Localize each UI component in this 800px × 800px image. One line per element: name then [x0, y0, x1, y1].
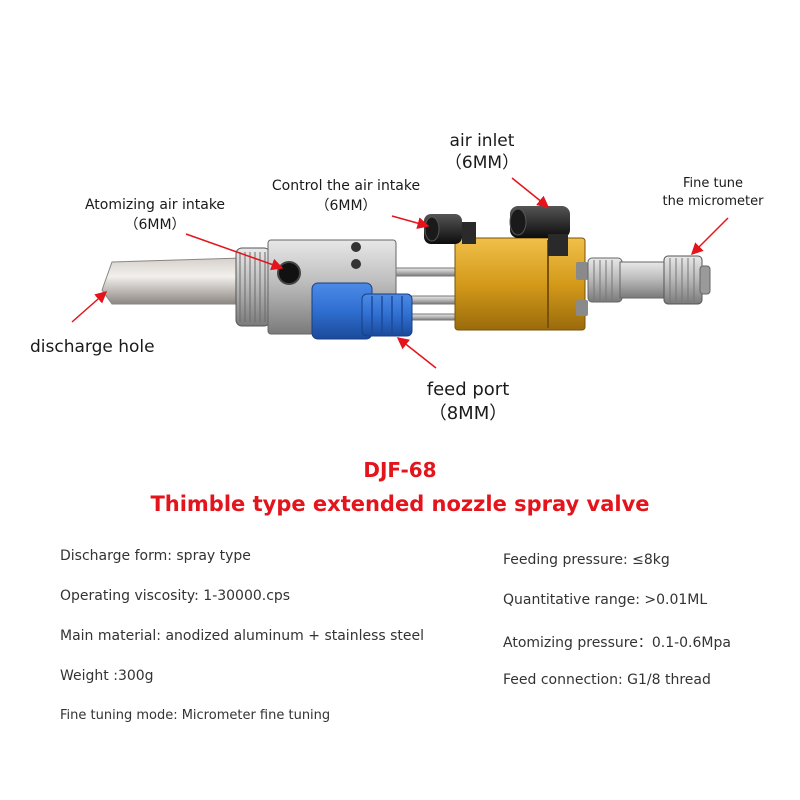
fine-tune-line2: the micrometer	[662, 194, 764, 209]
micrometer-sleeve	[587, 257, 623, 303]
fine-tune-line1: Fine tune	[682, 176, 744, 191]
atomizing-air-size: （6MM）	[124, 217, 186, 233]
fine-tune-label: Fine tune the micrometer	[638, 175, 788, 211]
product-title: Thimble type extended nozzle spray valve	[150, 492, 650, 516]
air-inlet-size: （6MM）	[444, 153, 520, 173]
spec-discharge-form: Discharge form: spray type	[60, 548, 251, 564]
spec-quantitative-range: Quantitative range: >0.01ML	[503, 592, 708, 608]
body-hole-top	[351, 242, 361, 252]
control-air-label: Control the air intake （6MM）	[248, 176, 444, 216]
control-air-name: Control the air intake	[271, 178, 421, 194]
blue-fitting-feed	[361, 293, 413, 337]
nozzle	[101, 257, 243, 305]
atomizing-air-port	[277, 261, 301, 285]
spec-feed-connection: Feed connection: G1/8 thread	[503, 672, 711, 688]
body-hole-bottom	[351, 259, 361, 269]
spec-atomizing-pressure: Atomizing pressure：0.1-0.6Mpa	[503, 635, 731, 651]
air-inlet-fitting	[509, 206, 570, 256]
discharge-hole-name: discharge hole	[30, 337, 155, 357]
arrow-feed-port	[396, 337, 437, 369]
air-inlet-name: air inlet	[449, 131, 515, 151]
spec-main-material: Main material: anodized aluminum + stain…	[60, 628, 425, 644]
control-air-fitting	[424, 214, 476, 244]
spec-fine-tuning-mode: Fine tuning mode: Micrometer fine tuning	[60, 708, 331, 723]
feed-port-size: （8MM）	[428, 403, 508, 424]
arrow-discharge-hole	[71, 291, 108, 323]
spec-weight: Weight :300g	[60, 668, 154, 684]
air-inlet-label: air inlet （6MM）	[432, 130, 532, 174]
micrometer-barrel	[619, 261, 667, 299]
spec-operating-viscosity: Operating viscosity: 1-30000.cps	[60, 588, 291, 604]
model-title: DJF-68	[363, 458, 437, 482]
discharge-hole-label: discharge hole	[30, 336, 155, 358]
feed-port-name: feed port	[426, 379, 510, 400]
atomizing-air-name: Atomizing air intake	[84, 197, 226, 213]
feed-port-label: feed port （8MM）	[412, 378, 524, 426]
spec-feeding-pressure: Feeding pressure: ≤8kg	[503, 552, 670, 568]
control-air-size: （6MM）	[315, 198, 377, 214]
arrow-fine-tune	[690, 217, 729, 256]
arrow-atomizing-air	[185, 233, 284, 271]
arrow-air-inlet	[511, 177, 550, 208]
arrow-control-air	[391, 215, 430, 229]
atomizing-air-label: Atomizing air intake （6MM）	[62, 195, 248, 235]
